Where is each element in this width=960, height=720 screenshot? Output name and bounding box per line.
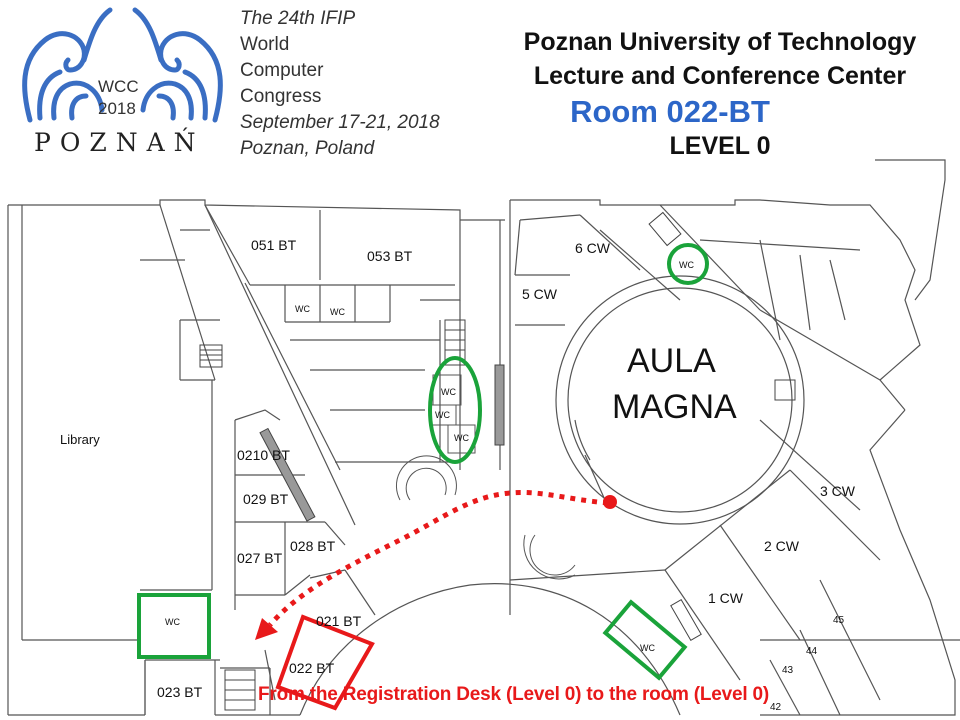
- start-marker: [603, 495, 617, 509]
- logo-city: POZNAŃ: [34, 128, 205, 157]
- header-room: Room 022-BT: [570, 94, 770, 129]
- room-053: 053 BT: [367, 248, 413, 264]
- room-2cw: 2 CW: [764, 538, 800, 554]
- room-3cw: 3 CW: [820, 483, 856, 499]
- room-42: 42: [770, 702, 782, 713]
- room-45: 45: [833, 615, 845, 626]
- event-name-line1: World: [240, 34, 290, 55]
- wc-label: WC: [679, 260, 694, 270]
- wc-label: WC: [441, 387, 456, 397]
- event-name-line3: Congress: [240, 86, 322, 107]
- header-center: Lecture and Conference Center: [533, 62, 907, 90]
- wc-highlight-left: [137, 593, 211, 659]
- event-location: Poznan, Poland: [240, 138, 375, 159]
- aula-line2: MAGNA: [612, 388, 737, 426]
- room-028: 028 BT: [290, 538, 336, 554]
- room-0210: 0210 BT: [237, 447, 290, 463]
- header-university: Poznan University of Technology: [523, 28, 917, 56]
- route-path: [268, 489, 609, 627]
- event-name-line2: Computer: [240, 60, 324, 81]
- header-level: LEVEL 0: [669, 132, 771, 160]
- wc-highlight-top-right: [667, 243, 709, 285]
- logo-acronym: WCC: [98, 77, 139, 96]
- wc-label: WC: [454, 433, 469, 443]
- logo-year: 2018: [98, 99, 136, 118]
- room-6cw: 6 CW: [575, 240, 611, 256]
- room-5cw: 5 CW: [522, 286, 558, 302]
- wc-label: WC: [640, 643, 655, 653]
- room-44: 44: [806, 646, 818, 657]
- room-023: 023 BT: [157, 684, 203, 700]
- room-021: 021 BT: [316, 613, 362, 629]
- event-edition: The 24th IFIP: [240, 8, 356, 29]
- room-029: 029 BT: [243, 491, 289, 507]
- wc-label: WC: [330, 307, 345, 317]
- room-43: 43: [782, 665, 794, 676]
- room-library: Library: [60, 432, 100, 447]
- route-arrowhead: [255, 618, 278, 640]
- room-051: 051 BT: [251, 237, 297, 253]
- room-1cw: 1 CW: [708, 590, 744, 606]
- wc-highlight-central: [428, 356, 482, 464]
- wc-label: WC: [295, 304, 310, 314]
- room-027: 027 BT: [237, 550, 283, 566]
- route-caption: From the Registration Desk (Level 0) to …: [258, 684, 770, 705]
- wc-label: WC: [165, 617, 180, 627]
- event-dates: September 17-21, 2018: [240, 112, 440, 133]
- room-022: 022 BT: [289, 660, 335, 676]
- wc-label: WC: [435, 410, 450, 420]
- aula-line1: AULA: [627, 342, 716, 380]
- destination-room-highlight: [275, 614, 375, 711]
- event-info: The 24th IFIP World Computer Congress Se…: [240, 6, 440, 162]
- wc-highlight-bottom: [602, 599, 688, 681]
